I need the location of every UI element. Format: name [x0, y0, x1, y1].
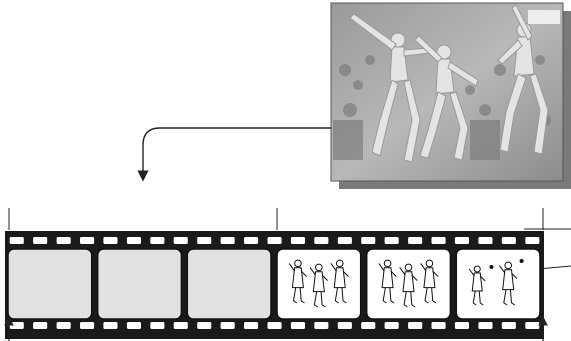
frame-box: [186, 248, 272, 320]
sprocket-hole: [33, 322, 48, 329]
sprocket-hole: [267, 322, 282, 329]
sprocket-hole: [408, 237, 423, 244]
frame-box: [455, 248, 541, 320]
sprocket-hole: [267, 237, 282, 244]
sprocket-hole: [103, 237, 118, 244]
sprocket-hole: [56, 322, 71, 329]
sprocket-hole: [501, 237, 516, 244]
crowd-background: [333, 55, 551, 160]
sprocket-hole: [197, 322, 212, 329]
sprocket-hole: [454, 237, 469, 244]
sprocket-hole: [454, 322, 469, 329]
film-frame-5: [365, 248, 452, 320]
sprocket-hole: [220, 322, 235, 329]
sprocket-hole: [33, 237, 48, 244]
tick-markers: [8, 208, 544, 230]
film-frames: [7, 248, 541, 320]
sprocket-hole: [478, 237, 493, 244]
sprocket-hole: [9, 237, 24, 244]
sprocket-hole: [197, 237, 212, 244]
sprocket-hole: [431, 322, 446, 329]
sprocket-hole: [361, 237, 376, 244]
sprocket-hole: [431, 237, 446, 244]
dancers-illustration: [349, 4, 549, 163]
film-frame-3: [186, 248, 272, 320]
sprocket-hole: [150, 322, 165, 329]
sprocket-hole: [478, 322, 493, 329]
film-strip: [5, 231, 544, 339]
sprocket-hole: [126, 237, 141, 244]
sprocket-row-top: [9, 237, 540, 244]
frame-box: [365, 248, 452, 320]
dancer-figure: [309, 263, 328, 308]
dancer-figure: [330, 259, 349, 304]
sprocket-hole: [290, 237, 305, 244]
sprocket-hole: [408, 322, 423, 329]
sprocket-hole: [173, 237, 188, 244]
film-frame-4: [276, 248, 362, 320]
frame-box: [7, 248, 93, 320]
sprocket-hole: [9, 322, 24, 329]
dancer-figure: [288, 259, 308, 304]
up-arrows: [4, 315, 548, 341]
dancer-figure: [378, 259, 397, 304]
sprocket-hole: [103, 322, 118, 329]
frame-box: [276, 248, 362, 320]
sprocket-hole: [56, 237, 71, 244]
up-arrow-icon: [538, 315, 548, 341]
sprocket-hole: [337, 237, 352, 244]
photo-sign: [528, 10, 560, 24]
sprocket-hole: [126, 322, 141, 329]
sprocket-hole: [80, 237, 95, 244]
dancer-figure: [499, 261, 518, 306]
sprocket-hole: [501, 322, 516, 329]
sprocket-hole: [314, 322, 329, 329]
sprocket-hole: [290, 322, 305, 329]
dancer-figure: [399, 263, 418, 308]
sprocket-hole: [150, 237, 165, 244]
film-frame-1: [7, 248, 93, 320]
detail-dot: [519, 259, 524, 263]
dancer-figure: [468, 265, 486, 306]
photo-frame: [330, 2, 571, 189]
frame-box: [96, 248, 183, 320]
detail-dot: [489, 265, 494, 269]
dancer-figure: [420, 259, 439, 304]
up-arrow-icon: [4, 315, 14, 341]
film-frame-6: [455, 248, 541, 320]
sprocket-hole: [384, 237, 399, 244]
sprocket-hole: [314, 237, 329, 244]
sprocket-hole: [384, 322, 399, 329]
sprocket-hole: [80, 322, 95, 329]
sprocket-hole: [244, 322, 259, 329]
film-frame-2: [96, 248, 183, 320]
sprocket-hole: [337, 322, 352, 329]
film-base: [5, 231, 544, 339]
sprocket-hole: [525, 322, 540, 329]
sprocket-row-bottom: [9, 322, 540, 329]
sprocket-hole: [361, 322, 376, 329]
sprocket-hole: [244, 237, 259, 244]
curved-arrow-icon: [137, 127, 331, 182]
sprocket-hole: [220, 237, 235, 244]
sprocket-hole: [525, 237, 540, 244]
sprocket-hole: [173, 322, 188, 329]
